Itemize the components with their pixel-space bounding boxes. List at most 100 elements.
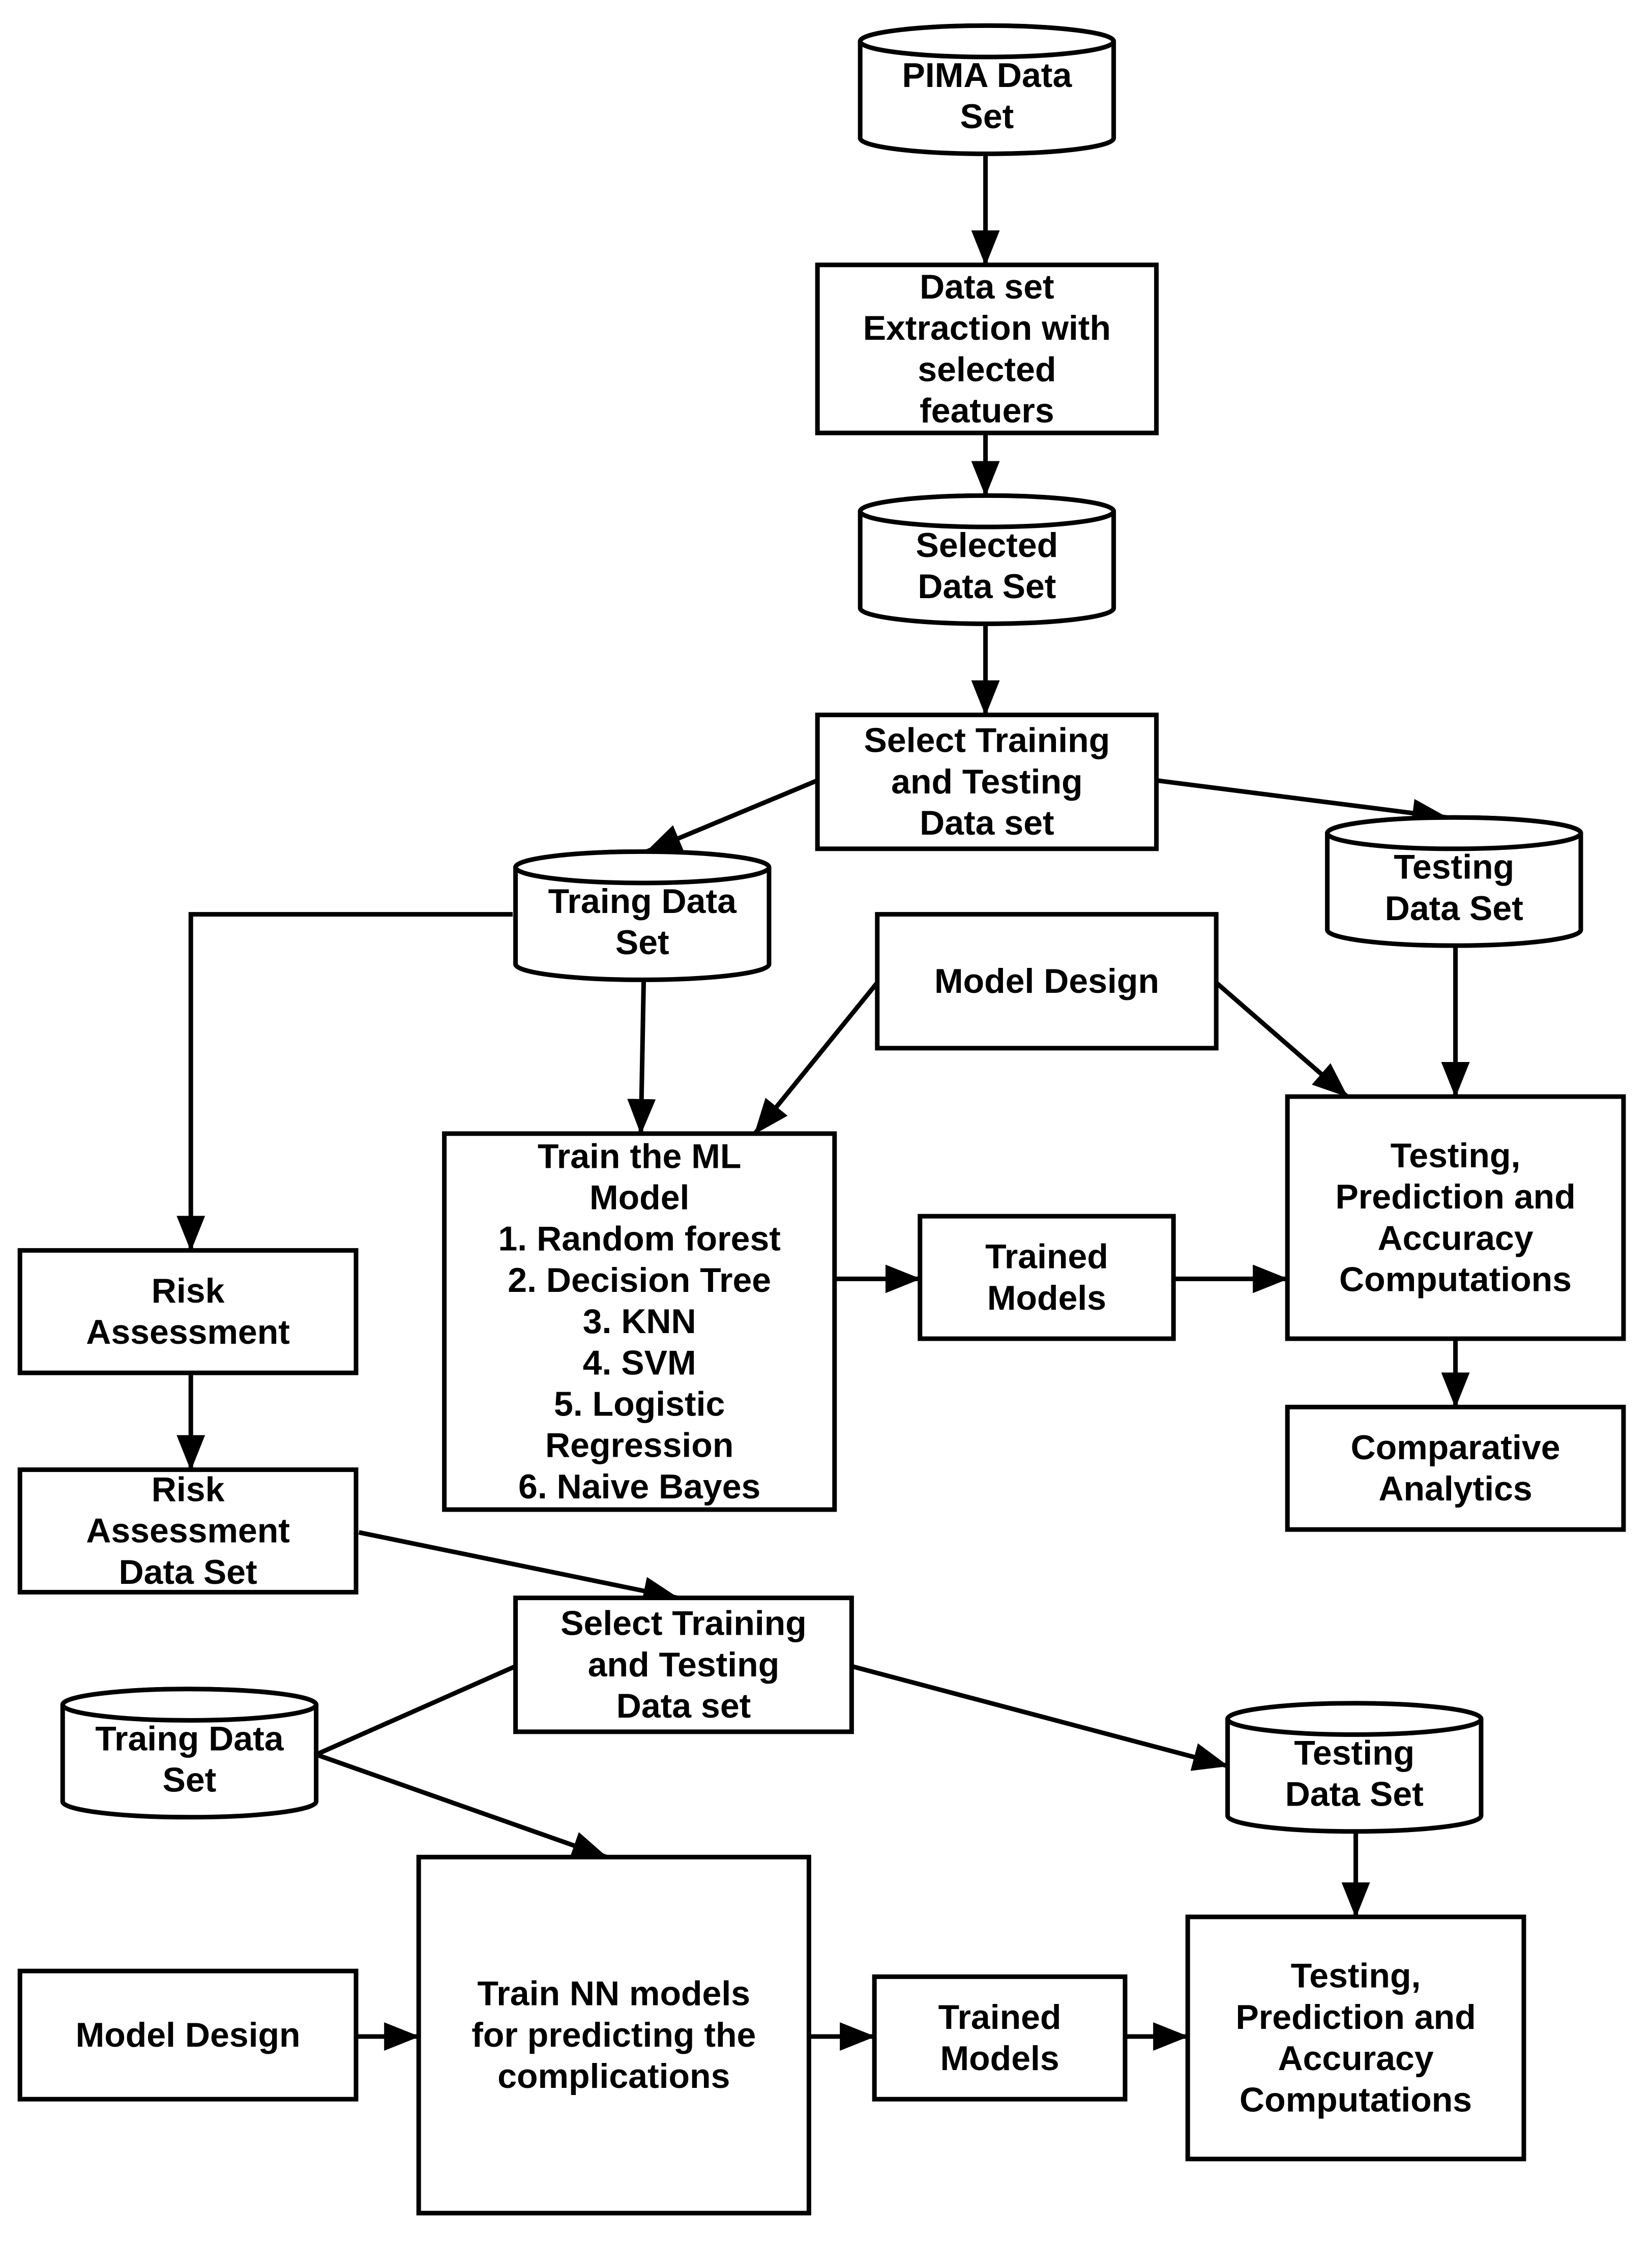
pima-data-set-node-label-line: PIMA Data (902, 56, 1073, 95)
testing-data-set-node-2-cylinder-top (1225, 1701, 1484, 1737)
pima-data-set-node-cylinder-top (858, 23, 1116, 60)
comparative-analytics-node-label-line: Comparative (1351, 1428, 1560, 1467)
select-training-testing-node-label-line: Select Training (864, 721, 1110, 760)
train-ml-model-node-label-line: 5. Logistic (554, 1385, 725, 1424)
select-training-testing-node-2-label-line: Select Training (560, 1604, 807, 1643)
risk-assessment-node-label-line: Risk (152, 1272, 225, 1310)
testing-prediction-accuracy-node-2-label-line: Accuracy (1278, 2039, 1433, 2078)
dataset-extraction-node-label-line: Extraction with (863, 309, 1111, 347)
train-ml-model-node-label-line: 6. Naive Bayes (518, 1467, 760, 1506)
training-data-set-node-2-label-line: Set (162, 1760, 216, 1799)
pima-data-set-node-label-line: Set (960, 97, 1014, 136)
dataset-extraction-node-label-line: Data set (920, 268, 1054, 306)
arrow-connector-6 (176, 912, 513, 1252)
training-data-set-node-2-label-line: Traing Data (95, 1719, 284, 1758)
train-nn-models-node-label-line: Train NN models (478, 1974, 751, 2013)
train-ml-model-node-label-line: 1. Random forest (498, 1220, 780, 1258)
testing-prediction-accuracy-node-2: Testing,Prediction andAccuracyComputatio… (1185, 1914, 1526, 2162)
arrow-connector-9 (1215, 981, 1349, 1099)
model-design-node-box (875, 912, 1219, 1051)
arrow-connector-17 (315, 1752, 608, 1860)
testing-prediction-accuracy-node-2-label-line: Testing, (1291, 1957, 1421, 1995)
arrow-connector-18 (851, 1664, 1229, 1771)
testing-data-set-node-cylinder-top (1325, 815, 1583, 851)
arrow-connector-8 (753, 981, 879, 1135)
testing-prediction-accuracy-node-box (1285, 1094, 1626, 1341)
testing-data-set-node-2-label-line: Testing (1294, 1733, 1414, 1772)
train-ml-model-node-label-line: Regression (545, 1426, 733, 1465)
risk-assessment-data-set-node-label-line: Assessment (86, 1512, 290, 1550)
risk-assessment-data-set-node-box (17, 1467, 359, 1595)
train-nn-models-node-box (416, 1854, 811, 2216)
model-design-node-2-box (17, 1968, 359, 2102)
testing-prediction-accuracy-node-label-line: Accuracy (1377, 1219, 1533, 1257)
trained-models-node-box (918, 1214, 1176, 1341)
testing-prediction-accuracy-node-2-box (1185, 1914, 1526, 2162)
arrow-connector-7 (627, 980, 656, 1135)
select-training-testing-node-2-label-line: and Testing (588, 1645, 780, 1684)
train-ml-model-node-label-line: Train the ML (538, 1137, 741, 1175)
select-training-testing-node-box (815, 713, 1159, 851)
select-training-testing-node-label-line: and Testing (891, 762, 1083, 801)
trained-models-node-label-line: Models (987, 1279, 1106, 1317)
trained-models-node-2-label-line: Trained (938, 1998, 1061, 2037)
testing-prediction-accuracy-node-label-line: Prediction and (1335, 1177, 1575, 1216)
model-design-node-2-label-line: Model Design (76, 2016, 301, 2054)
risk-assessment-node-box (17, 1248, 359, 1375)
train-ml-model-node-label-line: Model (589, 1178, 689, 1217)
train-nn-models-node-label-line: for predicting the (471, 2016, 756, 2054)
testing-prediction-accuracy-node-2-label-line: Prediction and (1235, 1998, 1476, 2037)
comparative-analytics-node-box (1285, 1404, 1626, 1532)
risk-assessment-node-label-line: Assessment (86, 1313, 290, 1351)
trained-models-node-2-label-line: Models (940, 2039, 1059, 2078)
risk-assessment-data-set-node-label-line: Data Set (119, 1553, 257, 1591)
selected-data-set-node-label-line: Data Set (918, 567, 1056, 606)
testing-prediction-accuracy-node: Testing,Prediction andAccuracyComputatio… (1285, 1094, 1626, 1341)
model-design-node: Model Design (875, 912, 1219, 1051)
testing-data-set-node-label-line: Data Set (1385, 889, 1523, 928)
model-design-node-2: Model Design (17, 1968, 359, 2102)
connectors (176, 154, 1470, 2051)
train-ml-model-node-label-line: 4. SVM (583, 1343, 696, 1382)
arrow-connector-15 (358, 1530, 679, 1605)
arrow-connector-16 (315, 1664, 517, 1757)
testing-prediction-accuracy-node-label-line: Computations (1339, 1260, 1572, 1299)
testing-data-set-node-2-label-line: Data Set (1285, 1775, 1424, 1813)
testing-prediction-accuracy-node-label-line: Testing, (1391, 1136, 1521, 1175)
dataset-extraction-node-box (815, 262, 1159, 435)
training-data-set-node-label-line: Set (615, 923, 669, 962)
arrow-connector-5 (1156, 778, 1448, 828)
model-design-node-label-line: Model Design (934, 962, 1159, 1000)
testing-prediction-accuracy-node-2-label-line: Computations (1240, 2080, 1472, 2119)
trained-models-node-2-box (872, 1974, 1128, 2102)
training-data-set-node-cylinder-top (513, 849, 772, 886)
selected-data-set-node-cylinder-top (858, 493, 1116, 529)
train-ml-model-node-label-line: 3. KNN (583, 1302, 696, 1341)
training-data-set-node-2-cylinder-top (60, 1687, 319, 1723)
testing-data-set-node-label-line: Testing (1394, 848, 1514, 887)
risk-assessment-data-set-node-label-line: Risk (152, 1470, 225, 1509)
train-ml-model-node-box (442, 1131, 837, 1512)
comparative-analytics-node-label-line: Analytics (1378, 1469, 1532, 1508)
dataset-extraction-node-label-line: featuers (920, 392, 1054, 430)
select-training-testing-node-label-line: Data set (920, 804, 1054, 842)
dataset-extraction-node-label-line: selected (918, 350, 1056, 389)
selected-data-set-node-label-line: Selected (916, 526, 1058, 565)
